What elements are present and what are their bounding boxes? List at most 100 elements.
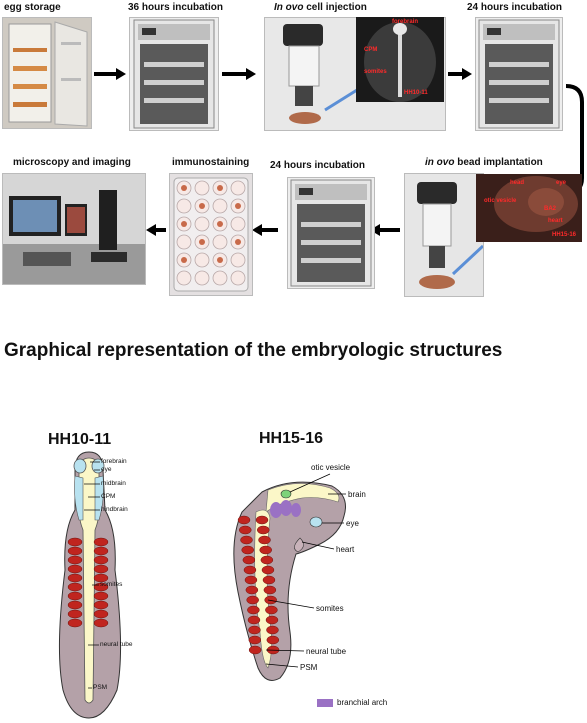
arrow-left-icon: [370, 224, 400, 236]
branchial-arches: [270, 500, 301, 518]
inset-embryo-hh10: forebrain CPM somites HH10-11: [356, 17, 444, 102]
somite: [93, 618, 109, 628]
well: [212, 270, 228, 286]
embryo1-label-midbrain: midbrain: [101, 480, 126, 487]
embryo1-stage-title: HH10-11: [48, 431, 112, 448]
somite: [93, 555, 109, 565]
incubator-illustration: [133, 19, 215, 129]
stained-embryo: [181, 221, 187, 227]
somite: [93, 591, 109, 601]
embryo1-label-eye: eye: [101, 466, 112, 473]
somites-group: [237, 515, 280, 655]
inset-hh15-embryo-image: [494, 176, 578, 232]
incubator-illustration: [290, 179, 372, 287]
somite: [263, 585, 277, 595]
photo-microscopy: [2, 173, 146, 285]
inset1-label-stage: HH10-11: [404, 90, 428, 96]
somite: [259, 545, 272, 555]
somite: [255, 515, 269, 525]
well: [194, 216, 210, 232]
arrow-left-icon: [252, 224, 278, 236]
photo-incubator-36h: [129, 17, 219, 131]
photo-immunostaining-plate: [169, 173, 253, 296]
photo-egg-storage: [2, 17, 92, 129]
stained-embryo: [235, 239, 241, 245]
step-label-microscopy: microscopy and imaging: [13, 157, 131, 168]
somite: [247, 615, 261, 625]
somite: [67, 591, 83, 601]
legend-label-branchial-arch: branchial arch: [337, 698, 388, 707]
inset2-label-head: head: [510, 180, 525, 186]
somite: [93, 600, 109, 610]
embryo2-label-otic-vesicle: otic vesicle: [311, 463, 351, 472]
embryo-hh10-diagram: [58, 451, 122, 719]
embryo2-label-eye: eye: [346, 519, 359, 528]
inset1-label-cpm: CPM: [364, 47, 378, 53]
embryo2-label-brain: brain: [348, 490, 366, 499]
somite: [257, 525, 270, 535]
inset-embryo-hh15: head eye otic vesicle BA2 heart HH15-16: [476, 174, 582, 242]
stained-embryo: [181, 257, 187, 263]
well: [194, 252, 210, 268]
somite: [245, 585, 259, 595]
inset2-label-ba2: BA2: [544, 206, 557, 212]
arrow-left-icon: [146, 224, 166, 236]
step-label-immunostaining: immunostaining: [172, 157, 250, 168]
stained-embryo: [181, 185, 187, 191]
somite: [244, 575, 258, 585]
embryo1-label-forebrain: forebrain: [101, 458, 127, 465]
arrow-right-icon: [448, 68, 472, 80]
somite: [93, 573, 109, 583]
somite: [67, 582, 83, 592]
stained-embryo: [199, 203, 205, 209]
somite: [265, 615, 279, 625]
somite: [93, 609, 109, 619]
stained-embryo: [217, 185, 223, 191]
stained-embryo: [235, 203, 241, 209]
stained-embryo: [199, 239, 205, 245]
somite: [240, 535, 253, 545]
somite: [93, 546, 109, 556]
somite: [260, 555, 274, 565]
somite: [248, 635, 262, 645]
section-title: Graphical representation of the embryolo…: [4, 340, 503, 361]
somite: [246, 595, 259, 605]
step-label-bead-implantation: in ovo bead implantation: [425, 157, 543, 168]
step-label-cell-injection: In ovo cell injection: [274, 2, 367, 13]
photo-incubator-24h-a: [475, 17, 563, 131]
photo-bead-implantation: [404, 173, 484, 297]
inset2-label-heart: heart: [548, 218, 563, 224]
inset1-label-forebrain: forebrain: [392, 19, 419, 25]
step-label-incubation-36h: 36 hours incubation: [128, 2, 224, 13]
embryo2-stage-title: HH15-16: [259, 430, 324, 447]
embryo1-label-neural-tube: neural tube: [100, 641, 133, 648]
somite: [67, 555, 83, 565]
somite: [237, 515, 251, 525]
somite: [67, 600, 83, 610]
embryo1-label-cpm: CPM: [101, 493, 116, 500]
somite: [93, 564, 109, 574]
somite: [239, 525, 252, 535]
inset2-label-eye: eye: [556, 180, 567, 186]
workstation-illustration: [3, 174, 145, 284]
embryo2-label-somites: somites: [316, 604, 344, 613]
embryo1-label-somites: somites: [100, 581, 123, 588]
somite: [266, 645, 280, 655]
somite: [67, 609, 83, 619]
somite: [266, 625, 279, 635]
embryo2-label-neural-tube: neural tube: [306, 647, 347, 656]
somite: [242, 555, 256, 565]
photo-incubator-24h-b: [287, 177, 375, 289]
well: [176, 270, 192, 286]
well: [176, 234, 192, 250]
inset-hh10-embryo-image: [364, 22, 436, 102]
arrow-right-icon: [94, 68, 126, 80]
legend-swatch-branchial-arch: [317, 699, 333, 707]
arrow-right-icon: [222, 68, 256, 80]
microscope-illustration: [405, 174, 483, 296]
somite: [67, 573, 83, 583]
well-plate-illustration: [170, 174, 252, 295]
inset2-label-otic-vesicle: otic vesicle: [484, 198, 517, 204]
somite: [243, 565, 257, 575]
somite: [258, 535, 271, 545]
